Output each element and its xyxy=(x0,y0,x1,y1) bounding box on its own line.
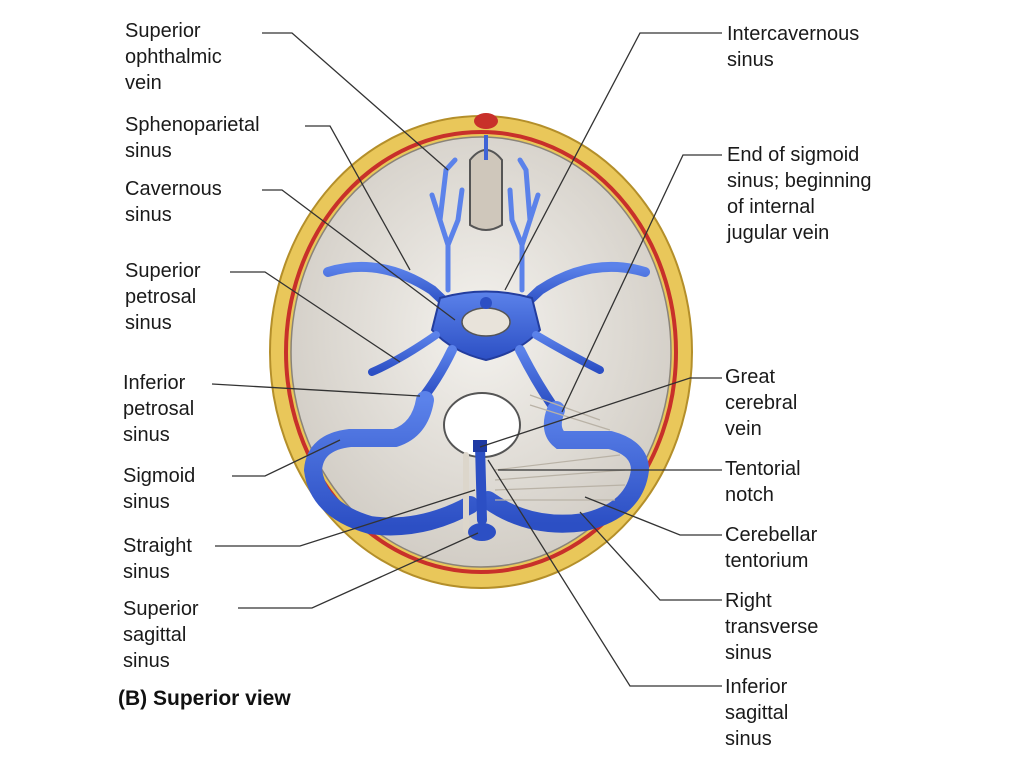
superior-ophthalmic-vein-right xyxy=(507,157,541,293)
label-right-transverse-sinus: Right transverse sinus xyxy=(725,590,819,664)
label-superior-sagittal-sinus: Superior sagittal sinus xyxy=(123,598,199,672)
leader-lines xyxy=(211,32,722,687)
confluence-of-sinuses xyxy=(468,523,496,541)
label-intercavernous-sinus: Intercavernous sinus xyxy=(727,23,860,71)
superior-petrosal-sinus-right xyxy=(532,331,604,374)
intercavernous-sinus-node xyxy=(480,297,492,309)
straight-sinus xyxy=(475,440,487,525)
label-cerebellar-tentorium: Cerebellar tentorium xyxy=(725,524,818,572)
label-sphenoparietal-sinus: Sphenoparietal sinus xyxy=(125,114,260,162)
superior-ophthalmic-vein-left xyxy=(429,157,465,293)
label-straight-sinus: Straight sinus xyxy=(123,535,192,583)
great-cerebral-vein xyxy=(473,440,487,452)
label-inferior-sagittal-sinus: Inferior sagittal sinus xyxy=(725,676,789,750)
label-great-cerebral-vein: Great cerebral vein xyxy=(725,366,798,440)
label-inferior-petrosal-sinus: Inferior petrosal sinus xyxy=(123,372,195,446)
label-end-of-sigmoid-sinus: End of sigmoid sinus; beginning of inter… xyxy=(727,144,872,244)
superior-petrosal-sinus-left xyxy=(368,331,440,376)
crista-galli xyxy=(469,149,503,231)
sphenoparietal-sinus-left xyxy=(323,261,453,310)
label-sigmoid-sinus: Sigmoid sinus xyxy=(123,465,196,513)
transverse-sigmoid-sinus-left xyxy=(303,391,479,536)
label-superior-petrosal-sinus: Superior petrosal sinus xyxy=(125,260,201,334)
label-superior-ophthalmic-vein: Superior ophthalmic vein xyxy=(125,20,222,94)
hypophyseal-fossa xyxy=(461,307,511,337)
inferior-petrosal-sinus-right xyxy=(515,345,557,410)
label-tentorial-notch: Tentorial notch xyxy=(725,458,801,506)
superior-sagittal-sinus-front xyxy=(474,113,498,129)
transverse-sigmoid-sinus-right xyxy=(479,401,650,533)
dura-mater-edge xyxy=(284,130,678,574)
label-cavernous-sinus: Cavernous sinus xyxy=(125,178,222,226)
figure-caption: (B) Superior view xyxy=(118,687,291,710)
sphenoparietal-sinus-right xyxy=(519,261,650,310)
